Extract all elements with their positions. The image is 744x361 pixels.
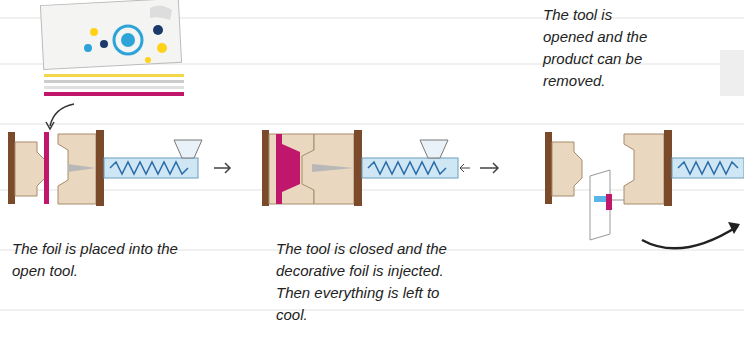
step-caption: The tool is closed and the decorative fo… <box>276 238 450 326</box>
step-caption: The tool is opened and the product can b… <box>543 4 655 92</box>
foil-sheet <box>40 0 184 129</box>
step-caption: The foil is placed into the open tool. <box>12 238 188 282</box>
closed-mold <box>262 130 470 206</box>
open-mold <box>8 130 202 206</box>
